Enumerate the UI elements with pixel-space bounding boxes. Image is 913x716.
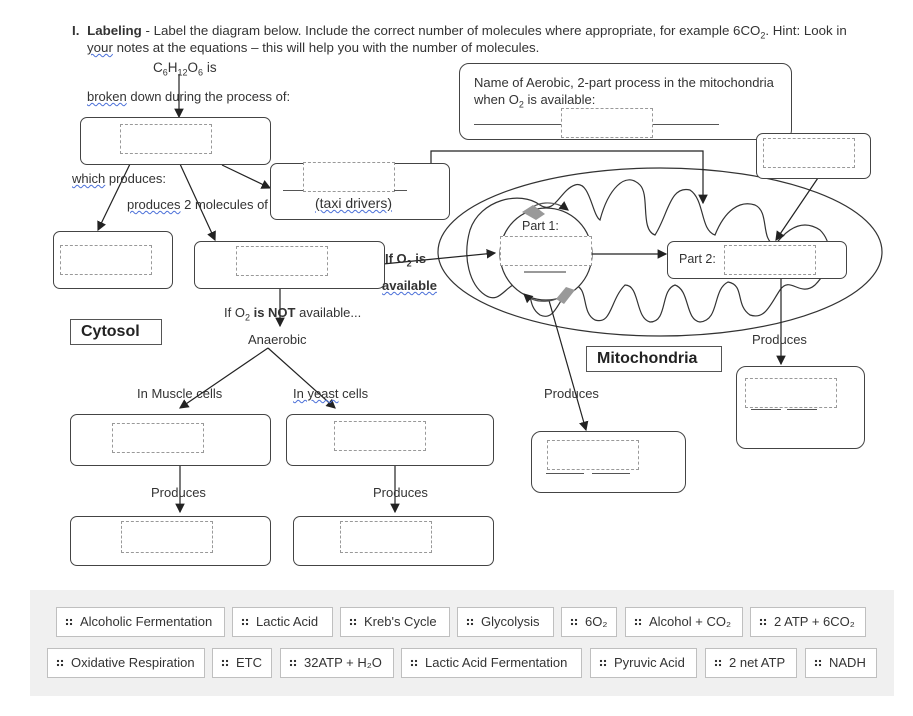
drag-handle-icon	[241, 617, 249, 626]
drag-handle-icon	[599, 658, 607, 667]
instructions-text: - Label the diagram below. Include the c…	[141, 23, 761, 38]
cytosol-label: Cytosol	[70, 319, 162, 345]
instructions-line2: your notes at the equations – this will …	[87, 40, 540, 55]
blank-line	[394, 190, 407, 191]
if-o2-available-label: If O2 is	[385, 251, 427, 269]
chip-glycolysis[interactable]: Glycolysis	[457, 607, 554, 637]
chip-lactic-acid-fermentation[interactable]: Lactic Acid Fermentation	[401, 648, 582, 678]
part1-label: Part 1:	[522, 219, 559, 233]
chip-nadh[interactable]: NADH	[805, 648, 877, 678]
drop-zone-lactic-acid-fermentation[interactable]	[112, 423, 204, 453]
drag-handle-icon	[56, 658, 64, 667]
produces-yeast-label: Produces	[373, 485, 428, 500]
drop-zone-nadh[interactable]	[303, 162, 395, 192]
produces-muscle-label: Produces	[151, 485, 206, 500]
drop-zone-32atp-h2o[interactable]	[745, 378, 837, 408]
chip-6o2[interactable]: 6O₂	[561, 607, 617, 637]
part2-label: Part 2:	[679, 252, 716, 266]
drop-zone-alcohol-co2[interactable]	[340, 521, 432, 553]
drag-handle-icon	[221, 658, 229, 667]
if-o2-not-available-label: If O2 is NOT available...	[224, 305, 362, 323]
aerobic-question-line2: when O2 is available:	[474, 92, 596, 110]
drop-zone-glycolysis[interactable]	[120, 124, 212, 154]
mitochondria-label: Mitochondria	[586, 346, 722, 372]
drop-zone-oxidative-respiration[interactable]	[561, 108, 653, 138]
blank-line	[546, 473, 584, 474]
drop-zone-etc[interactable]	[724, 245, 816, 275]
drop-zone-2-net-atp[interactable]	[60, 245, 152, 275]
drag-handle-icon	[289, 658, 297, 667]
chip-alcohol-co2[interactable]: Alcohol + CO₂	[625, 607, 743, 637]
which-produces-label: which produces:	[72, 171, 166, 186]
yeast-cells-label: In yeast cells	[293, 386, 369, 401]
drag-handle-icon	[814, 658, 822, 667]
drag-handle-icon	[570, 617, 578, 626]
chip-krebs-cycle[interactable]: Kreb's Cycle	[340, 607, 450, 637]
instructions-line1: I. Labeling - Label the diagram below. I…	[72, 23, 847, 41]
drop-zone-lactic-acid[interactable]	[121, 521, 213, 553]
section-number: I.	[72, 23, 80, 38]
word-bank	[30, 590, 894, 696]
drag-handle-icon	[466, 617, 474, 626]
muscle-cells-label: In Muscle cells	[137, 386, 223, 401]
drop-zone-alcoholic-fermentation[interactable]	[334, 421, 426, 451]
drop-zone-pyruvic-acid[interactable]	[236, 246, 328, 276]
drag-handle-icon	[759, 617, 767, 626]
drop-zone-6o2[interactable]	[763, 138, 855, 168]
chip-2atp-6co2[interactable]: 2 ATP + 6CO₂	[750, 607, 866, 637]
chip-lactic-acid[interactable]: Lactic Acid	[232, 607, 333, 637]
chip-oxidative-respiration[interactable]: Oxidative Respiration	[47, 648, 205, 678]
produces-part1-label: Produces	[544, 386, 599, 401]
drag-handle-icon	[714, 658, 722, 667]
blank-line	[592, 473, 630, 474]
blank-line	[283, 190, 303, 191]
chip-pyruvic-acid[interactable]: Pyruvic Acid	[590, 648, 697, 678]
anaerobic-label: Anaerobic	[248, 332, 307, 347]
drag-handle-icon	[410, 658, 418, 667]
chip-32atp-h2o[interactable]: 32ATP + H₂O	[280, 648, 394, 678]
blank-line	[751, 409, 781, 410]
chip-2-net-atp[interactable]: 2 net ATP	[705, 648, 797, 678]
drop-zone-2atp-6co2[interactable]	[547, 440, 639, 470]
aerobic-question-line1: Name of Aerobic, 2-part process in the m…	[474, 75, 774, 90]
produces-part2-label: Produces	[752, 332, 807, 347]
broken-down-label: broken down during the process of:	[87, 89, 291, 104]
drag-handle-icon	[634, 617, 642, 626]
drag-handle-icon	[349, 617, 357, 626]
chip-etc[interactable]: ETC	[212, 648, 272, 678]
available-label: available	[382, 278, 437, 293]
section-heading: Labeling	[87, 23, 142, 38]
drop-zone-krebs-cycle[interactable]	[500, 236, 592, 266]
blank-line	[787, 409, 817, 410]
taxi-drivers-label: (taxi drivers)	[315, 195, 393, 211]
drag-handle-icon	[65, 617, 73, 626]
chip-alcoholic-fermentation[interactable]: Alcoholic Fermentation	[56, 607, 225, 637]
glucose-label: C6H12O6 is	[153, 60, 217, 78]
produces-2-molecules-label: produces 2 molecules of	[127, 197, 268, 212]
mitochondrion-outer-membrane	[437, 167, 883, 337]
